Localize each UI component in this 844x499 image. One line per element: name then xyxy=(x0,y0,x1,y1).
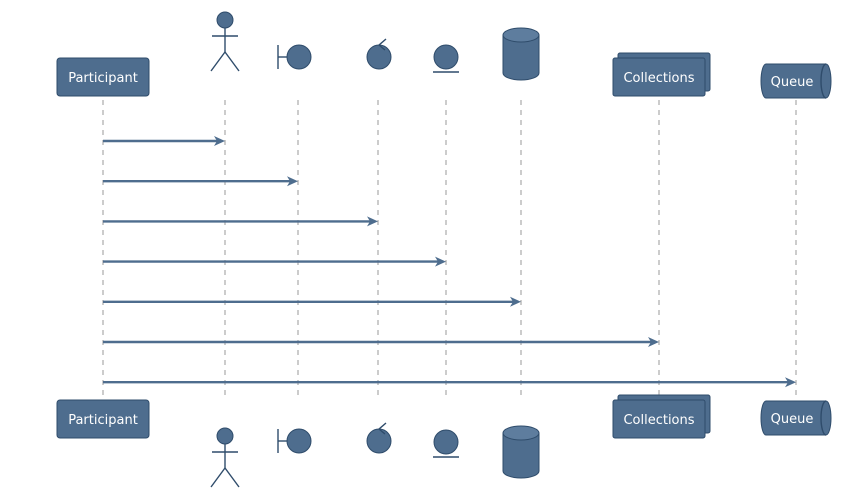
participant-boundary-top[interactable] xyxy=(277,44,312,70)
message-participant-to-control xyxy=(103,216,378,227)
participant-actor-bottom[interactable] xyxy=(210,427,240,488)
database-icon xyxy=(502,27,540,81)
participant-collections-top[interactable]: Collections xyxy=(612,52,711,97)
participant-participant-bottom[interactable]: Participant xyxy=(56,399,150,439)
participant-database-top[interactable] xyxy=(502,27,540,81)
arrowhead xyxy=(435,256,446,267)
message-participant-to-collections xyxy=(103,337,659,347)
participant-actor-top[interactable] xyxy=(210,11,240,72)
actor-icon xyxy=(210,11,240,72)
participant-entity-top[interactable] xyxy=(433,44,459,73)
participants-top: Participant Collections Queue xyxy=(56,11,832,99)
participant-queue-bottom[interactable]: Queue xyxy=(760,400,832,436)
message-participant-to-queue xyxy=(103,377,796,388)
arrowhead xyxy=(214,136,225,146)
participants-bottom: Participant Collections Queue xyxy=(56,394,832,488)
boundary-icon xyxy=(277,428,312,454)
lifelines xyxy=(102,100,797,398)
message-participant-to-entity xyxy=(103,256,446,267)
arrowhead xyxy=(510,296,521,307)
participant-database-bottom[interactable] xyxy=(502,425,540,479)
message-participant-to-boundary xyxy=(103,176,298,187)
queue-label: Queue xyxy=(771,412,814,427)
database-icon xyxy=(502,425,540,479)
participant-boundary-bottom[interactable] xyxy=(277,428,312,454)
arrowhead xyxy=(287,176,298,187)
participant-participant-top[interactable]: Participant xyxy=(56,57,150,97)
arrowhead xyxy=(367,216,378,227)
participant-collections-bottom[interactable]: Collections xyxy=(612,394,711,439)
collections-box xyxy=(612,399,706,439)
boundary-icon xyxy=(277,44,312,70)
actor-icon xyxy=(210,427,240,488)
participant-box xyxy=(56,399,150,439)
message-participant-to-actor xyxy=(103,136,225,146)
participant-control-top[interactable] xyxy=(366,38,392,70)
messages xyxy=(103,136,796,388)
participant-queue-top[interactable]: Queue xyxy=(760,63,832,99)
queue-label: Queue xyxy=(771,75,814,90)
message-participant-to-database xyxy=(103,296,521,307)
control-icon xyxy=(366,422,392,454)
arrowhead xyxy=(785,377,796,388)
control-icon xyxy=(366,38,392,70)
collections-label: Collections xyxy=(623,71,694,86)
entity-icon xyxy=(433,429,459,458)
participant-label: Participant xyxy=(68,71,138,86)
participant-control-bottom[interactable] xyxy=(366,422,392,454)
collections-label: Collections xyxy=(623,413,694,428)
entity-icon xyxy=(433,44,459,73)
participant-box xyxy=(56,57,150,97)
participant-entity-bottom[interactable] xyxy=(433,429,459,458)
participant-label: Participant xyxy=(68,413,138,428)
collections-box xyxy=(612,57,706,97)
arrowhead xyxy=(648,337,659,347)
